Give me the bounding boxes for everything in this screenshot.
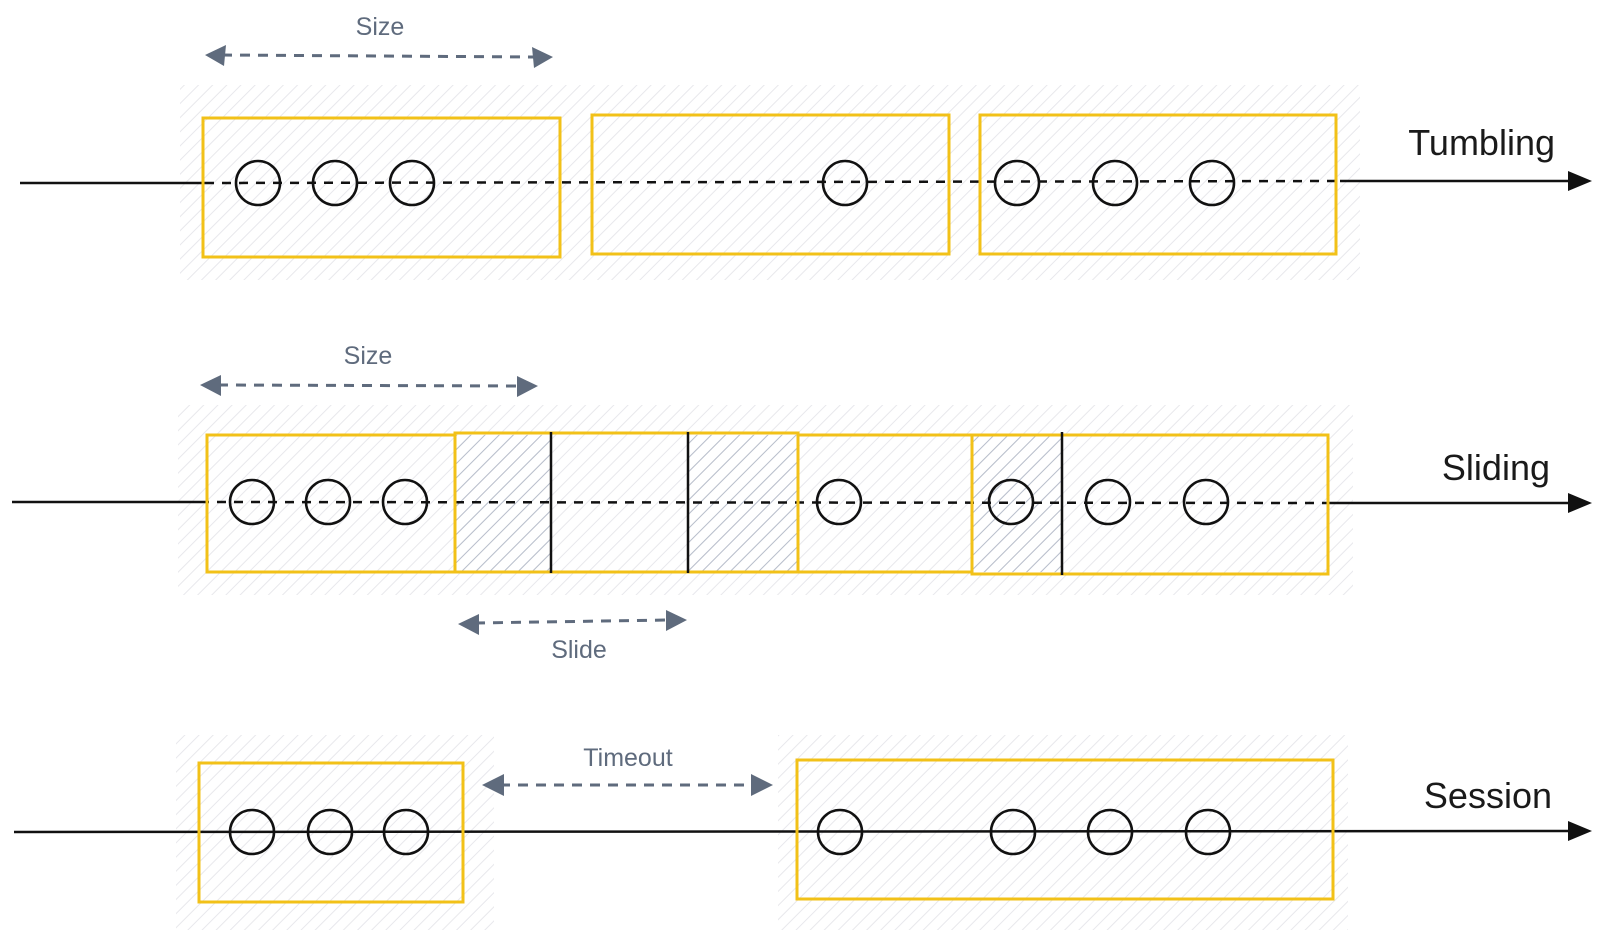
tumbling-axis-dashed	[204, 179, 1341, 185]
tumbling-window-2	[590, 113, 951, 256]
sliding-event	[987, 478, 1035, 526]
tumbling-axis-arrow	[1568, 171, 1592, 191]
session-event	[816, 808, 864, 856]
sliding-event	[1084, 478, 1132, 526]
sliding-event	[228, 478, 276, 526]
sliding-event	[304, 478, 352, 526]
session-event	[306, 808, 354, 856]
sliding-event	[381, 478, 429, 526]
tumbling-window-1	[201, 116, 562, 259]
session-timeout-label: Timeout	[583, 744, 672, 772]
sliding-size-label: Size	[344, 342, 393, 370]
session-axis-arrow	[1568, 821, 1592, 841]
sliding-window-4	[970, 433, 1330, 576]
session-axis	[13, 829, 1573, 834]
sliding-overlap-region	[455, 435, 551, 572]
tumbling-event	[1091, 159, 1139, 207]
sliding-axis-arrow	[1568, 493, 1592, 513]
sliding-event	[815, 478, 863, 526]
tumbling-event	[993, 159, 1041, 207]
tumbling-event	[821, 159, 869, 207]
tumbling-size-label: Size	[356, 13, 405, 41]
sliding-axis-dashed	[199, 500, 1326, 505]
sliding-event	[1182, 478, 1230, 526]
session-event	[382, 808, 430, 856]
session-label: Session	[1424, 775, 1552, 816]
tumbling-event	[311, 159, 359, 207]
session-window-1	[197, 761, 465, 904]
session-event	[1086, 808, 1134, 856]
session-timeout-dimension	[482, 774, 773, 796]
sliding-row: Size Slide Sliding	[12, 342, 1592, 664]
session-window-2	[795, 758, 1335, 901]
session-event	[989, 808, 1037, 856]
sliding-slide-label: Slide	[551, 636, 607, 664]
sliding-size-dimension	[200, 375, 538, 397]
tumbling-event	[1188, 159, 1236, 207]
tumbling-size-dimension	[205, 45, 553, 68]
session-event	[228, 808, 276, 856]
tumbling-row: Size Tumbling	[20, 13, 1592, 280]
tumbling-event	[234, 159, 282, 207]
session-event	[1184, 808, 1232, 856]
sliding-slide-dimension	[458, 610, 687, 635]
session-row: Timeout Session	[13, 735, 1592, 930]
tumbling-label: Tumbling	[1408, 122, 1555, 163]
sliding-label: Sliding	[1442, 447, 1550, 488]
tumbling-window-3	[978, 113, 1338, 256]
tumbling-event	[388, 159, 436, 207]
